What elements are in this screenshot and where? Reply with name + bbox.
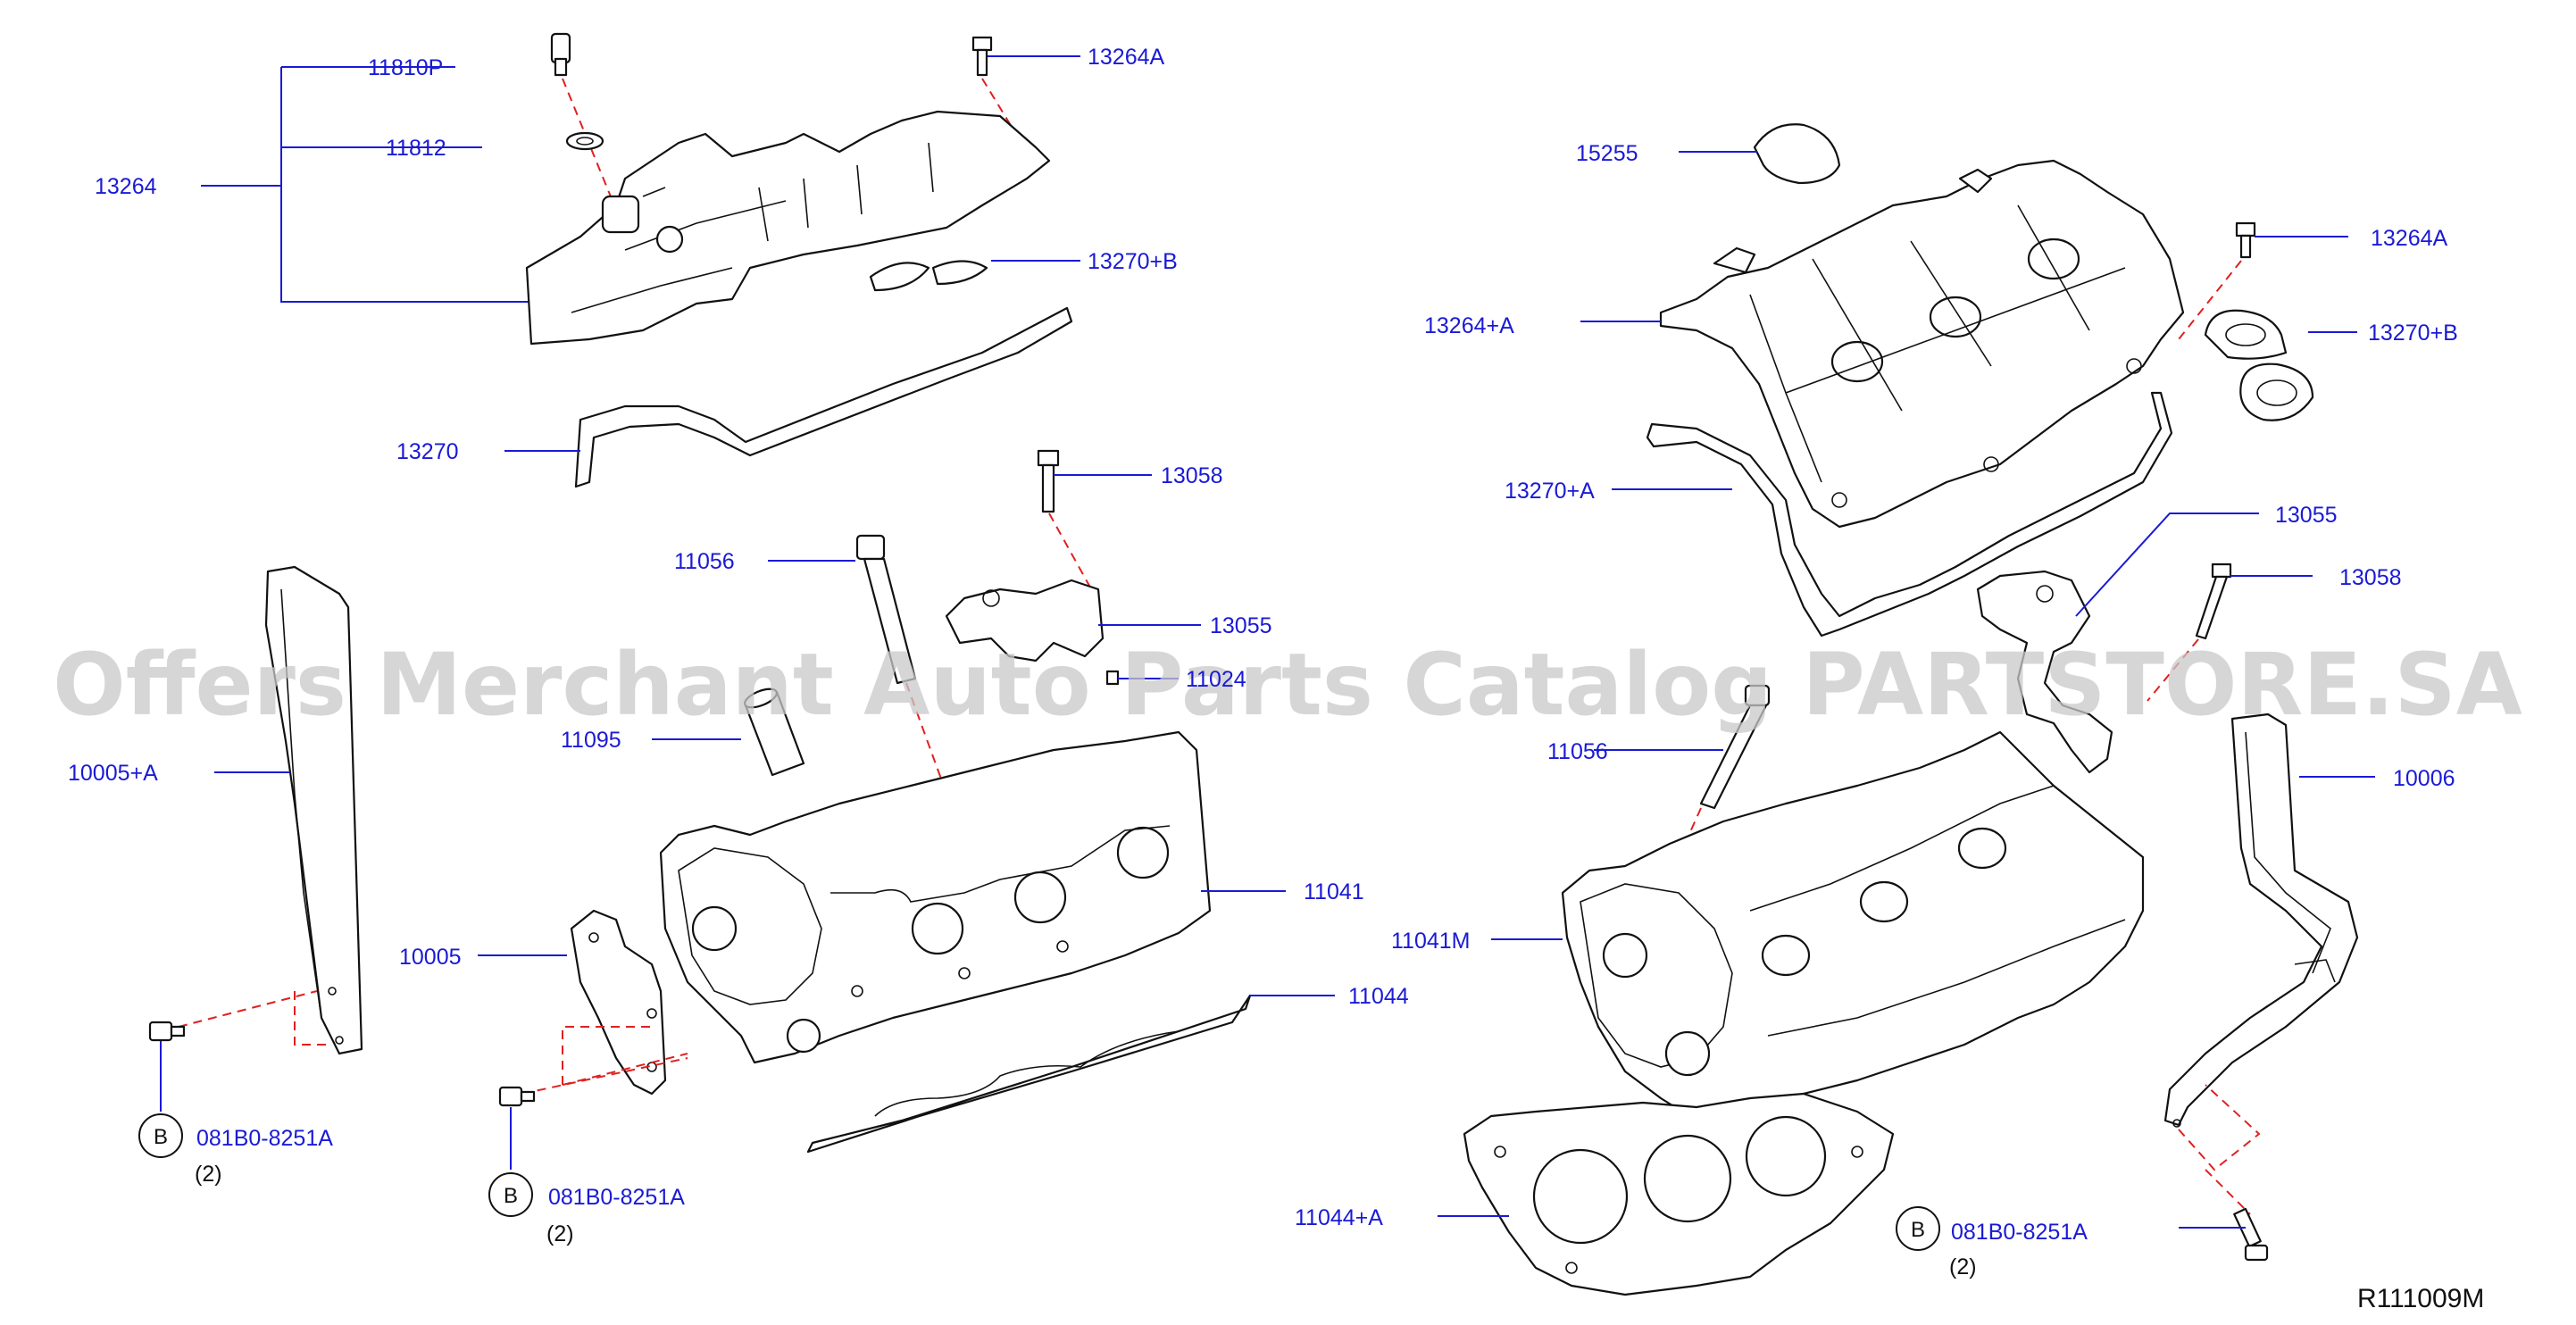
bolt-b-right-part bbox=[2179, 1207, 2269, 1262]
gasket-13270B-right-part bbox=[2204, 309, 2314, 421]
qty-bolt-right: (2) bbox=[1949, 1254, 1977, 1279]
label-bolt-081B0-left[interactable]: 081B0-8251A bbox=[196, 1126, 333, 1151]
label-13264[interactable]: 13264 bbox=[95, 174, 157, 199]
bolt-11056-left-part bbox=[855, 534, 961, 831]
part-labels: 11810P 13264A 13264 11812 13270+B 13270 … bbox=[68, 45, 2484, 1313]
bolt-b-left-part bbox=[148, 1021, 186, 1112]
diagram-reference-id: R111009M bbox=[2357, 1284, 2484, 1313]
circle-b-middle: B bbox=[488, 1172, 533, 1217]
label-15255[interactable]: 15255 bbox=[1576, 141, 1638, 166]
label-bolt-081B0-right[interactable]: 081B0-8251A bbox=[1951, 1220, 2088, 1245]
label-13055-right[interactable]: 13055 bbox=[2275, 503, 2338, 528]
label-13264A-top[interactable]: 13264A bbox=[1088, 45, 1165, 70]
label-11044plusA[interactable]: 11044+A bbox=[1295, 1205, 1383, 1230]
grommet-part bbox=[565, 131, 604, 151]
pcv-valve-part bbox=[550, 32, 617, 211]
bracket-10005A-part bbox=[178, 565, 363, 1055]
label-11041[interactable]: 11041 bbox=[1304, 879, 1364, 904]
circle-b-right: B bbox=[1896, 1206, 1940, 1251]
bracket-13055-left-part bbox=[945, 579, 1105, 662]
label-13270B-right[interactable]: 13270+B bbox=[2368, 321, 2458, 346]
label-11812[interactable]: 11812 bbox=[386, 136, 446, 161]
label-11056-left[interactable]: 11056 bbox=[674, 549, 735, 574]
label-10006[interactable]: 10006 bbox=[2393, 766, 2455, 791]
bolt-11056-right-part bbox=[1642, 684, 1771, 938]
label-11056-right[interactable]: 11056 bbox=[1547, 739, 1608, 764]
bolt-13058-left-part bbox=[1037, 449, 1095, 595]
valve-cover-left-part bbox=[525, 110, 1051, 346]
head-gasket-right-part bbox=[1463, 1092, 1895, 1296]
bolt-b-middle-part bbox=[498, 1086, 536, 1170]
bolt-13264A-left-part bbox=[971, 36, 1028, 153]
qty-bolt-middle: (2) bbox=[546, 1221, 574, 1246]
watermark-text: Offers Merchant Auto Parts Catalog PARTS… bbox=[53, 635, 2522, 735]
svg-text:B: B bbox=[154, 1125, 168, 1149]
label-11041M[interactable]: 11041M bbox=[1391, 929, 1471, 954]
cylinder-head-left-part bbox=[659, 730, 1212, 1064]
gasket-13270plusA-part bbox=[1646, 391, 2173, 638]
label-13055-left[interactable]: 13055 bbox=[1210, 613, 1272, 638]
label-10005A[interactable]: 10005+A bbox=[68, 761, 158, 786]
label-bolt-081B0-middle[interactable]: 081B0-8251A bbox=[548, 1185, 685, 1210]
cylinder-head-right-part bbox=[1561, 730, 2145, 1127]
label-11810P[interactable]: 11810P bbox=[368, 55, 443, 80]
gasket-13270-left-part bbox=[574, 306, 1073, 488]
svg-text:B: B bbox=[1911, 1218, 1925, 1242]
label-11044[interactable]: 11044 bbox=[1348, 984, 1409, 1009]
valve-cover-right-part bbox=[1659, 159, 2185, 529]
label-13058-left[interactable]: 13058 bbox=[1161, 463, 1223, 488]
bracket-10006-part bbox=[2163, 712, 2359, 1215]
label-13270plusA[interactable]: 13270+A bbox=[1505, 479, 1595, 504]
bracket-10005-part bbox=[521, 909, 688, 1096]
svg-text:B: B bbox=[504, 1184, 518, 1208]
circle-b-left: B bbox=[138, 1113, 183, 1158]
leader-13055-right bbox=[2075, 512, 2259, 617]
label-10005[interactable]: 10005 bbox=[399, 945, 462, 970]
qty-bolt-left: (2) bbox=[195, 1162, 222, 1187]
label-13264plusA[interactable]: 13264+A bbox=[1424, 313, 1514, 338]
bracket-13055-right-part bbox=[1976, 570, 2113, 774]
head-gasket-left-part bbox=[806, 994, 1252, 1154]
gasket-13270B-left-part bbox=[869, 260, 988, 292]
label-11024[interactable]: 11024 bbox=[1186, 667, 1246, 692]
bolt-13264A-right-part bbox=[2178, 221, 2256, 340]
label-13270B-left[interactable]: 13270+B bbox=[1088, 249, 1178, 274]
label-11095[interactable]: 11095 bbox=[561, 728, 621, 753]
label-13264A-right[interactable]: 13264A bbox=[2371, 226, 2448, 251]
bolt-13058-right-part bbox=[2147, 562, 2232, 702]
oil-cap-15255-part bbox=[1753, 123, 1841, 185]
leader-13264-group bbox=[201, 55, 1080, 303]
sleeve-11095-part bbox=[744, 688, 805, 777]
label-13058-right[interactable]: 13058 bbox=[2339, 565, 2402, 590]
label-13270[interactable]: 13270 bbox=[396, 439, 459, 464]
